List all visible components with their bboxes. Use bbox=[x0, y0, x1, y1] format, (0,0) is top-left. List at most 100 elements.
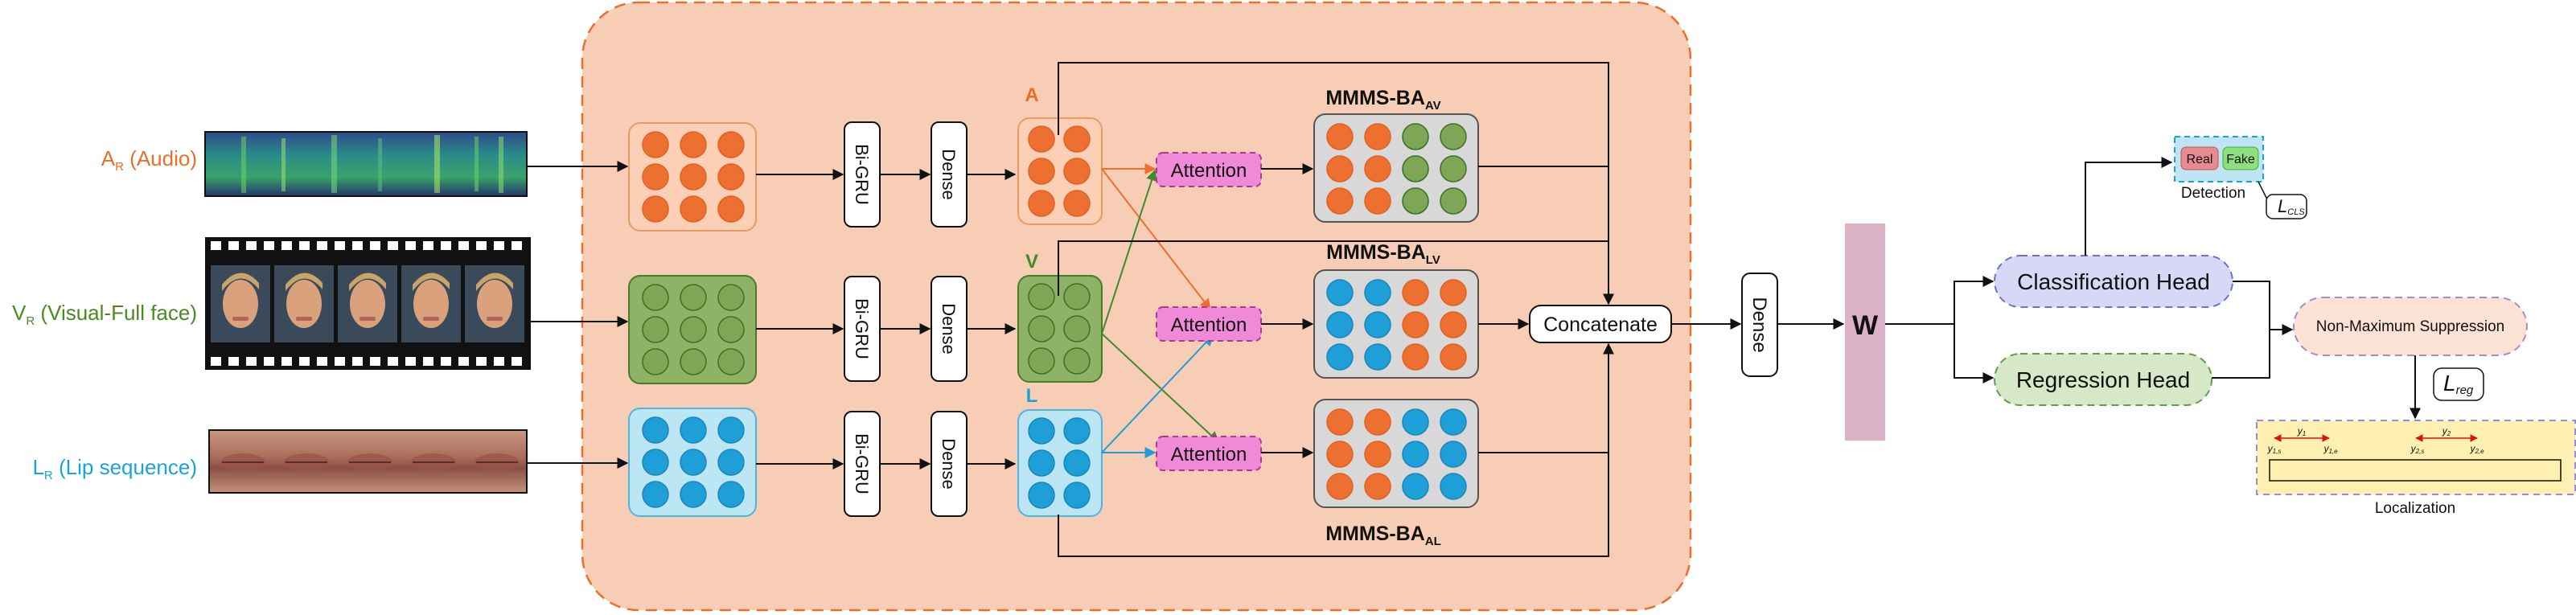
tag-l: L bbox=[1026, 385, 1038, 407]
audio-bigru-block: Bi-GRU bbox=[844, 121, 881, 228]
feature-unit bbox=[642, 131, 669, 158]
mmms-unit bbox=[1364, 441, 1391, 468]
visual-dense-block: Dense bbox=[931, 276, 968, 382]
film-hole bbox=[458, 357, 469, 366]
film-hole bbox=[441, 357, 451, 366]
mmms-unit bbox=[1402, 311, 1429, 338]
lip-frame bbox=[347, 453, 392, 471]
visual-feature-block bbox=[628, 275, 757, 384]
modality-unit bbox=[1063, 482, 1091, 509]
film-hole bbox=[317, 241, 327, 250]
modality-unit bbox=[1063, 449, 1091, 477]
film-hole bbox=[423, 357, 433, 366]
loc-end-2e: y2,e bbox=[2469, 443, 2484, 455]
localization-caption: Localization bbox=[2375, 500, 2455, 517]
svg-text:Lreg: Lreg bbox=[2443, 371, 2474, 397]
film-hole bbox=[246, 241, 257, 250]
regression-head: Regression Head bbox=[1994, 353, 2212, 406]
svg-text:LCLS: LCLS bbox=[2278, 196, 2305, 217]
feature-unit bbox=[642, 481, 669, 508]
svg-text:Attention: Attention bbox=[1171, 444, 1247, 465]
mmms-lv-block bbox=[1313, 269, 1479, 379]
feature-unit bbox=[680, 449, 707, 476]
svg-text:Real: Real bbox=[2187, 153, 2213, 166]
film-frame bbox=[465, 265, 524, 342]
feature-unit bbox=[717, 416, 745, 444]
mmms-unit bbox=[1326, 187, 1354, 215]
modality-unit bbox=[1028, 315, 1055, 342]
modality-unit bbox=[1063, 315, 1091, 342]
film-hole bbox=[281, 241, 292, 250]
loc-mark-1: y1 bbox=[2297, 425, 2306, 437]
feature-unit bbox=[717, 316, 745, 343]
modality-unit bbox=[1028, 125, 1055, 153]
feature-unit bbox=[680, 163, 707, 191]
svg-text:Dense: Dense bbox=[1748, 297, 1770, 352]
mmms-unit bbox=[1326, 155, 1354, 182]
audio-input-label: AR (Audio) bbox=[101, 146, 197, 174]
mmms-unit bbox=[1326, 441, 1354, 468]
feature-unit bbox=[642, 416, 669, 444]
svg-text:Classification Head: Classification Head bbox=[2017, 269, 2210, 294]
loc-end-2s: y2,s bbox=[2410, 443, 2425, 455]
nms-block: Non-Maximum Suppression bbox=[2293, 297, 2528, 356]
film-hole bbox=[494, 241, 504, 250]
film-hole bbox=[476, 241, 487, 250]
film-hole bbox=[299, 241, 310, 250]
mmms-unit bbox=[1440, 155, 1467, 182]
tag-a: A bbox=[1025, 84, 1038, 106]
mmms-unit bbox=[1364, 473, 1391, 500]
film-hole bbox=[388, 241, 398, 250]
film-hole bbox=[228, 357, 239, 366]
feature-unit bbox=[717, 449, 745, 476]
film-hole bbox=[512, 357, 522, 366]
film-hole bbox=[423, 241, 433, 250]
film-hole bbox=[281, 357, 292, 366]
mmms-al-block bbox=[1313, 399, 1479, 508]
modality-unit bbox=[1063, 417, 1091, 445]
mmms-lv-label: MMMS-BALV bbox=[1326, 241, 1440, 267]
mmms-unit bbox=[1402, 408, 1429, 436]
modality-unit bbox=[1028, 190, 1055, 217]
svg-text:Concatenate: Concatenate bbox=[1543, 314, 1658, 336]
film-hole bbox=[335, 241, 345, 250]
feature-unit bbox=[642, 163, 669, 191]
feature-unit bbox=[680, 195, 707, 223]
modality-unit bbox=[1028, 482, 1055, 509]
lip-frame bbox=[220, 453, 265, 471]
detection-box: Real Fake bbox=[2174, 136, 2264, 182]
film-hole bbox=[335, 357, 345, 366]
feature-unit bbox=[717, 284, 745, 311]
film-hole bbox=[299, 357, 310, 366]
audio-dense-block: Dense bbox=[931, 121, 968, 228]
modality-v-block bbox=[1017, 275, 1103, 383]
mmms-unit bbox=[1440, 408, 1467, 436]
loc-end-1e: y1,e bbox=[2323, 443, 2338, 455]
film-hole bbox=[246, 357, 257, 366]
audio-feature-block bbox=[628, 122, 757, 232]
film-hole bbox=[405, 241, 416, 250]
modality-unit bbox=[1063, 283, 1091, 310]
modality-l-block bbox=[1017, 409, 1103, 517]
mmms-unit bbox=[1402, 473, 1429, 500]
mmms-unit bbox=[1440, 187, 1467, 215]
mmms-unit bbox=[1402, 279, 1429, 306]
mmms-unit bbox=[1440, 311, 1467, 338]
mmms-unit bbox=[1364, 279, 1391, 306]
mmms-unit bbox=[1364, 343, 1391, 371]
film-hole bbox=[264, 357, 274, 366]
feature-unit bbox=[642, 284, 669, 311]
feature-unit bbox=[680, 284, 707, 311]
feature-unit bbox=[642, 449, 669, 476]
visual-input-label: VR (Visual-Full face) bbox=[12, 301, 197, 328]
mmms-unit bbox=[1326, 408, 1354, 436]
mmms-unit bbox=[1326, 343, 1354, 371]
mmms-unit bbox=[1326, 123, 1354, 150]
modality-unit bbox=[1028, 283, 1055, 310]
svg-text:Fake: Fake bbox=[2226, 153, 2255, 166]
classification-head: Classification Head bbox=[1994, 255, 2233, 308]
mmms-unit bbox=[1364, 311, 1391, 338]
dense-main-block: Dense bbox=[1741, 273, 1778, 377]
loc-mark-2: y2 bbox=[2442, 425, 2451, 437]
